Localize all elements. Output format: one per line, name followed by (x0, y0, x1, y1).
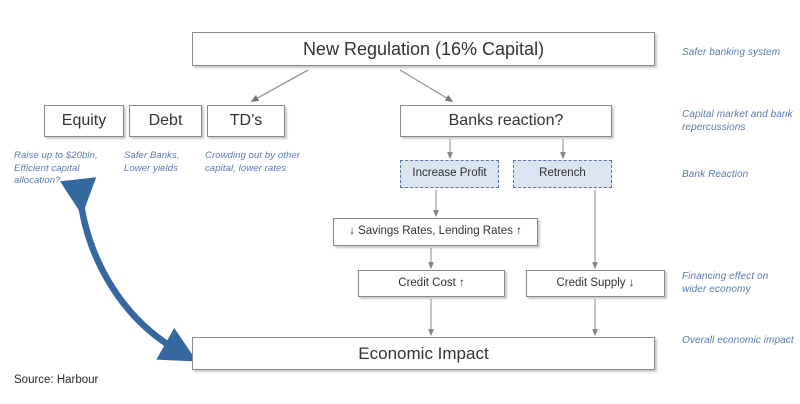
box-tds[interactable]: TD’s (207, 105, 285, 137)
box-savings-lending-rates[interactable]: ↓ Savings Rates, Lending Rates ↑ (333, 218, 538, 246)
note-equity: Raise up to $20bln, Efficient capital al… (14, 150, 98, 187)
box-economic-impact[interactable]: Economic Impact (192, 337, 655, 370)
note-capital-market-repercussions: Capital market and bank repercussions (682, 109, 793, 134)
note-overall-economic-impact: Overall economic impact (682, 335, 794, 346)
box-credit-supply[interactable]: Credit Supply ↓ (526, 270, 665, 297)
note-safer-banking-system: Safer banking system (682, 47, 781, 58)
feedback-arrow (60, 177, 197, 362)
note-financing-effect: Financing effect on wider economy (682, 271, 769, 296)
box-banks-reaction[interactable]: Banks reaction? (400, 105, 612, 137)
box-new-regulation[interactable]: New Regulation (16% Capital) (192, 32, 655, 66)
connector-regulation-to-tds (250, 69, 309, 102)
note-debt: Safer Banks, Lower yields (124, 150, 180, 174)
box-credit-cost[interactable]: Credit Cost ↑ (358, 270, 505, 297)
connector-regulation-to-banks (399, 69, 454, 103)
source-label: Source: Harbour (14, 374, 99, 386)
box-equity[interactable]: Equity (44, 105, 124, 137)
box-debt[interactable]: Debt (129, 105, 202, 137)
box-retrench[interactable]: Retrench (513, 160, 612, 188)
box-increase-profit[interactable]: Increase Profit (400, 160, 499, 188)
note-bank-reaction: Bank Reaction (682, 169, 749, 180)
note-tds: Crowding out by other capital, lower rat… (205, 150, 301, 174)
